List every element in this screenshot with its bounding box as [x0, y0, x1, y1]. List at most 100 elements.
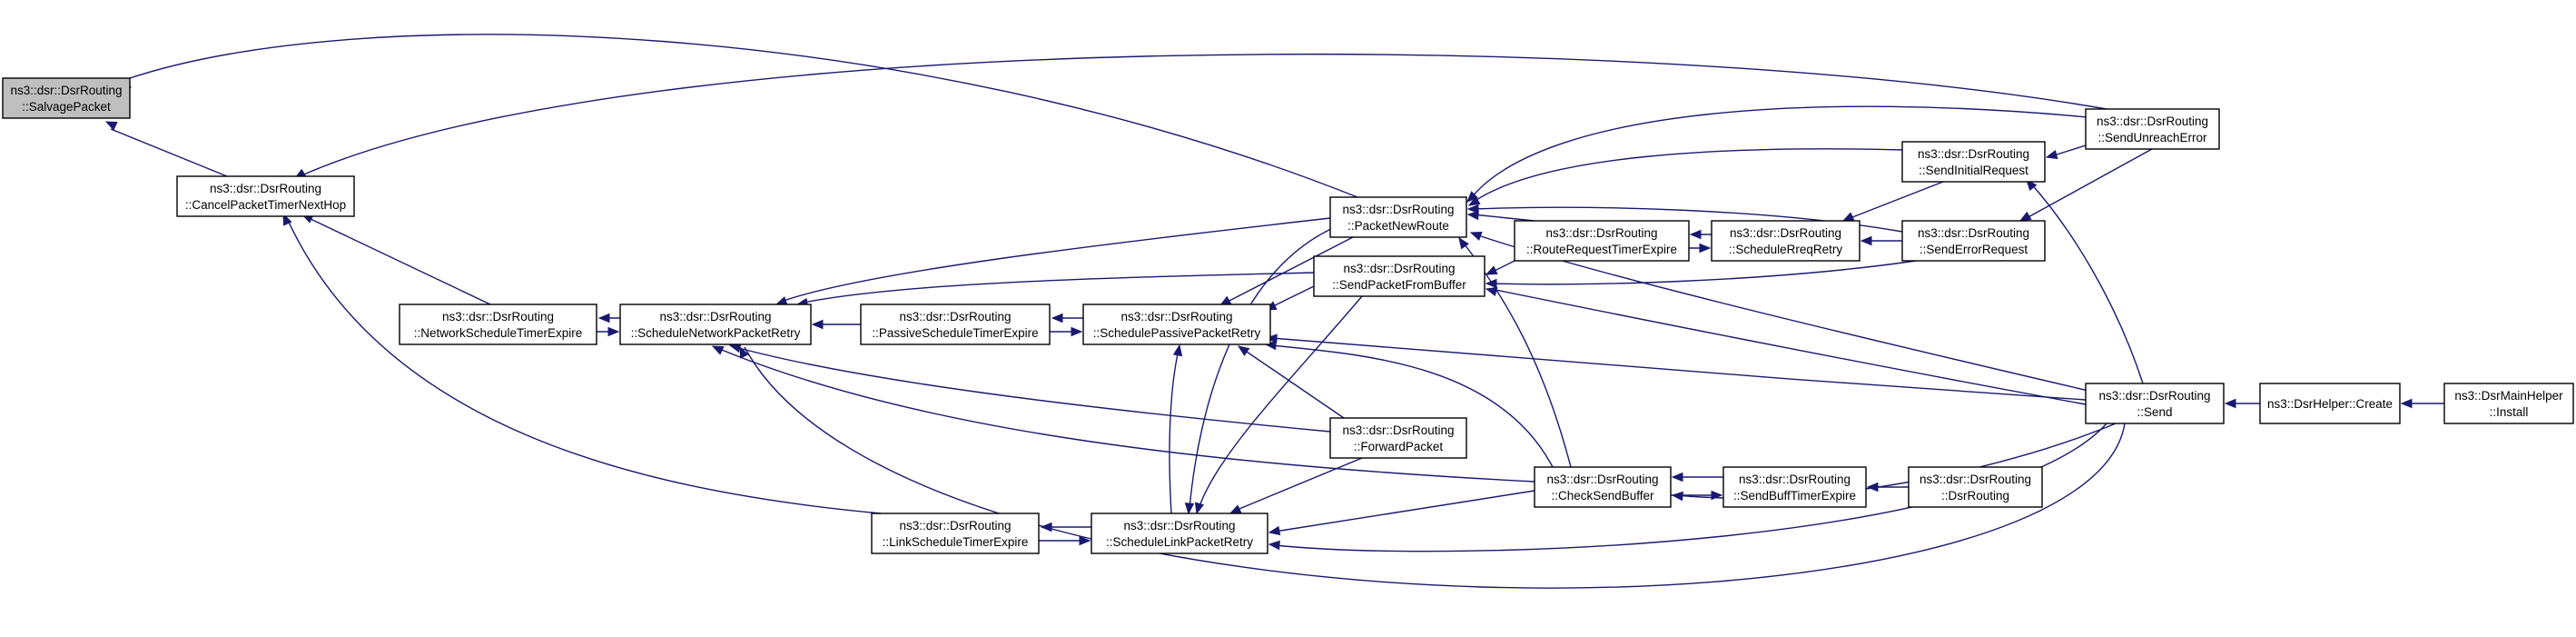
- edge-line: [2050, 144, 2087, 157]
- edge-line: [1243, 349, 1345, 419]
- node-box: [1329, 417, 1467, 459]
- node-label-line1: ns3::DsrMainHelper: [2454, 389, 2563, 403]
- edge-line: [1169, 349, 1179, 514]
- edge-9: [1050, 326, 1083, 337]
- node-sendInitReq[interactable]: ns3::dsr::DsrRouting::SendInitialRequest: [1901, 141, 2046, 183]
- node-label-line1: ns3::dsr::DsrRouting: [1123, 519, 1235, 532]
- node-schedNetRetry[interactable]: ns3::dsr::DsrRouting::ScheduleNetworkPac…: [619, 304, 812, 345]
- node-box: [871, 513, 1040, 554]
- node-label-line1: ns3::dsr::DsrRouting: [442, 310, 554, 323]
- node-label-line1: ns3::dsr::DsrRouting: [1918, 147, 2029, 161]
- node-checkSendBuffer[interactable]: ns3::dsr::DsrRouting::CheckSendBuffer: [1534, 466, 1672, 508]
- node-forwardPacket[interactable]: ns3::dsr::DsrRouting::ForwardPacket: [1329, 417, 1467, 459]
- node-netSchedTimer[interactable]: ns3::dsr::DsrRouting::NetworkScheduleTim…: [399, 304, 597, 345]
- edge-29: [1467, 148, 1908, 206]
- node-label-line1: ns3::DsrHelper::Create: [2267, 397, 2393, 411]
- edge-arrowhead: [1467, 195, 1481, 206]
- edge-arrowhead: [1051, 313, 1063, 323]
- node-label-line1: ns3::dsr::DsrRouting: [1730, 226, 1841, 240]
- edge-3: [301, 214, 491, 305]
- node-label-line1: ns3::dsr::DsrRouting: [10, 84, 122, 97]
- edge-arrowhead: [811, 319, 824, 330]
- node-rreqTimer[interactable]: ns3::dsr::DsrRouting::RouteRequestTimerE…: [1514, 220, 1690, 262]
- node-dsrRouting[interactable]: ns3::dsr::DsrRouting::DsrRouting: [1908, 466, 2043, 508]
- node-label-line2: ::SchedulePassivePacketRetry: [1093, 326, 1261, 340]
- edge-line: [1470, 105, 2098, 199]
- node-schedLinkRetry[interactable]: ns3::dsr::DsrRouting::ScheduleLinkPacket…: [1091, 513, 1268, 554]
- node-label-line2: ::ScheduleLinkPacketRetry: [1106, 535, 1253, 549]
- edge-line: [803, 272, 1315, 304]
- node-box: [2, 77, 131, 119]
- edge-arrowhead: [1458, 236, 1469, 250]
- node-schedPassRetry[interactable]: ns3::dsr::DsrRouting::SchedulePassivePac…: [1082, 304, 1271, 345]
- edge-arrowhead: [607, 326, 620, 337]
- edge-arrowhead: [1079, 535, 1091, 546]
- node-box: [1313, 255, 1485, 297]
- edge-line: [780, 217, 1331, 303]
- node-label-line1: ns3::dsr::DsrRouting: [1739, 473, 1851, 486]
- edge-34: [1485, 260, 1515, 275]
- edge-line: [1274, 490, 1535, 532]
- node-packetNewRoute[interactable]: ns3::dsr::DsrRouting::PacketNewRoute: [1329, 196, 1467, 238]
- node-label-line1: ns3::dsr::DsrRouting: [1545, 226, 1657, 240]
- edge-arrowhead: [2026, 178, 2038, 192]
- node-box: [2259, 383, 2401, 424]
- edge-arrowhead: [2400, 398, 2413, 409]
- edge-4: [282, 213, 882, 514]
- edge-arrowhead: [1268, 525, 1281, 536]
- node-label-line2: ::SendUnreachError: [2097, 131, 2207, 144]
- edge-8: [1051, 313, 1083, 323]
- node-sendErrReq[interactable]: ns3::dsr::DsrRouting::SendErrorRequest: [1901, 220, 2046, 262]
- node-label-line2: ::Send: [2137, 405, 2172, 419]
- node-passiveTimer[interactable]: ns3::dsr::DsrRouting::PassiveScheduleTim…: [860, 304, 1051, 345]
- edge-line: [110, 128, 228, 177]
- node-box: [2443, 383, 2574, 424]
- edge-arrowhead: [1184, 503, 1195, 515]
- edge-line: [285, 215, 882, 514]
- edge-arrowhead: [1466, 191, 1478, 203]
- edge-16: [1264, 285, 1315, 311]
- node-cancelTimer[interactable]: ns3::dsr::DsrRouting::CancelPacketTimerN…: [176, 175, 355, 217]
- edge-arrowhead: [1860, 235, 1872, 246]
- edge-5: [597, 313, 620, 323]
- node-sendUnreach[interactable]: ns3::dsr::DsrRouting::SendUnreachError: [2085, 108, 2220, 150]
- edge-21: [1039, 535, 1091, 546]
- node-label-line1: ns3::dsr::DsrRouting: [2098, 389, 2210, 403]
- node-label-line1: ns3::dsr::DsrRouting: [2097, 114, 2208, 128]
- edge-arrowhead: [2045, 149, 2058, 160]
- node-label-line2: ::LinkScheduleTimerExpire: [883, 535, 1029, 549]
- node-box: [399, 304, 597, 345]
- node-helperCreate[interactable]: ns3::DsrHelper::Create: [2259, 383, 2401, 424]
- edge-30: [1466, 105, 2098, 203]
- edge-line: [1847, 181, 1944, 220]
- node-send[interactable]: ns3::dsr::DsrRouting::Send: [2085, 383, 2225, 424]
- node-sendBuffTimer[interactable]: ns3::dsr::DsrRouting::SendBuffTimerExpir…: [1722, 466, 1867, 508]
- node-label-line1: ns3::dsr::DsrRouting: [1918, 226, 2029, 240]
- edge-line: [744, 346, 2126, 589]
- edge-line: [1270, 285, 1315, 308]
- edge-28: [1466, 210, 1535, 222]
- edge-36: [1485, 286, 2087, 405]
- edge-39: [1841, 181, 1944, 222]
- edge-arrowhead: [2224, 398, 2236, 409]
- edge-25: [1169, 343, 1183, 514]
- node-label-line2: ::RouteRequestTimerExpire: [1526, 243, 1677, 256]
- node-box: [1082, 304, 1271, 345]
- edge-6: [597, 326, 620, 337]
- node-label-line2: ::SendInitialRequest: [1919, 164, 2028, 177]
- node-label-line2: ::NetworkScheduleTimerExpire: [414, 326, 583, 340]
- node-linkTimer[interactable]: ns3::dsr::DsrRouting::LinkScheduleTimerE…: [871, 513, 1040, 554]
- node-label-line1: ns3::dsr::DsrRouting: [1120, 310, 1232, 323]
- edge-line: [1490, 260, 1917, 285]
- edge-line: [1225, 236, 1354, 304]
- node-schedRreq[interactable]: ns3::dsr::DsrRouting::ScheduleRreqRetry: [1711, 220, 1860, 262]
- node-salvage[interactable]: ns3::dsr::DsrRouting::SalvagePacket: [2, 77, 131, 119]
- node-box: [2085, 108, 2220, 150]
- edge-arrowhead: [2018, 211, 2032, 222]
- node-sendFromBuffer[interactable]: ns3::dsr::DsrRouting::SendPacketFromBuff…: [1313, 255, 1485, 297]
- edge-line: [1473, 148, 1908, 203]
- node-label-line2: ::PassiveScheduleTimerExpire: [872, 326, 1038, 340]
- node-mainHelperInstall[interactable]: ns3::DsrMainHelper::Install: [2443, 383, 2574, 424]
- edge-arrowhead: [1671, 491, 1683, 502]
- edge-arrowhead: [1485, 286, 1498, 297]
